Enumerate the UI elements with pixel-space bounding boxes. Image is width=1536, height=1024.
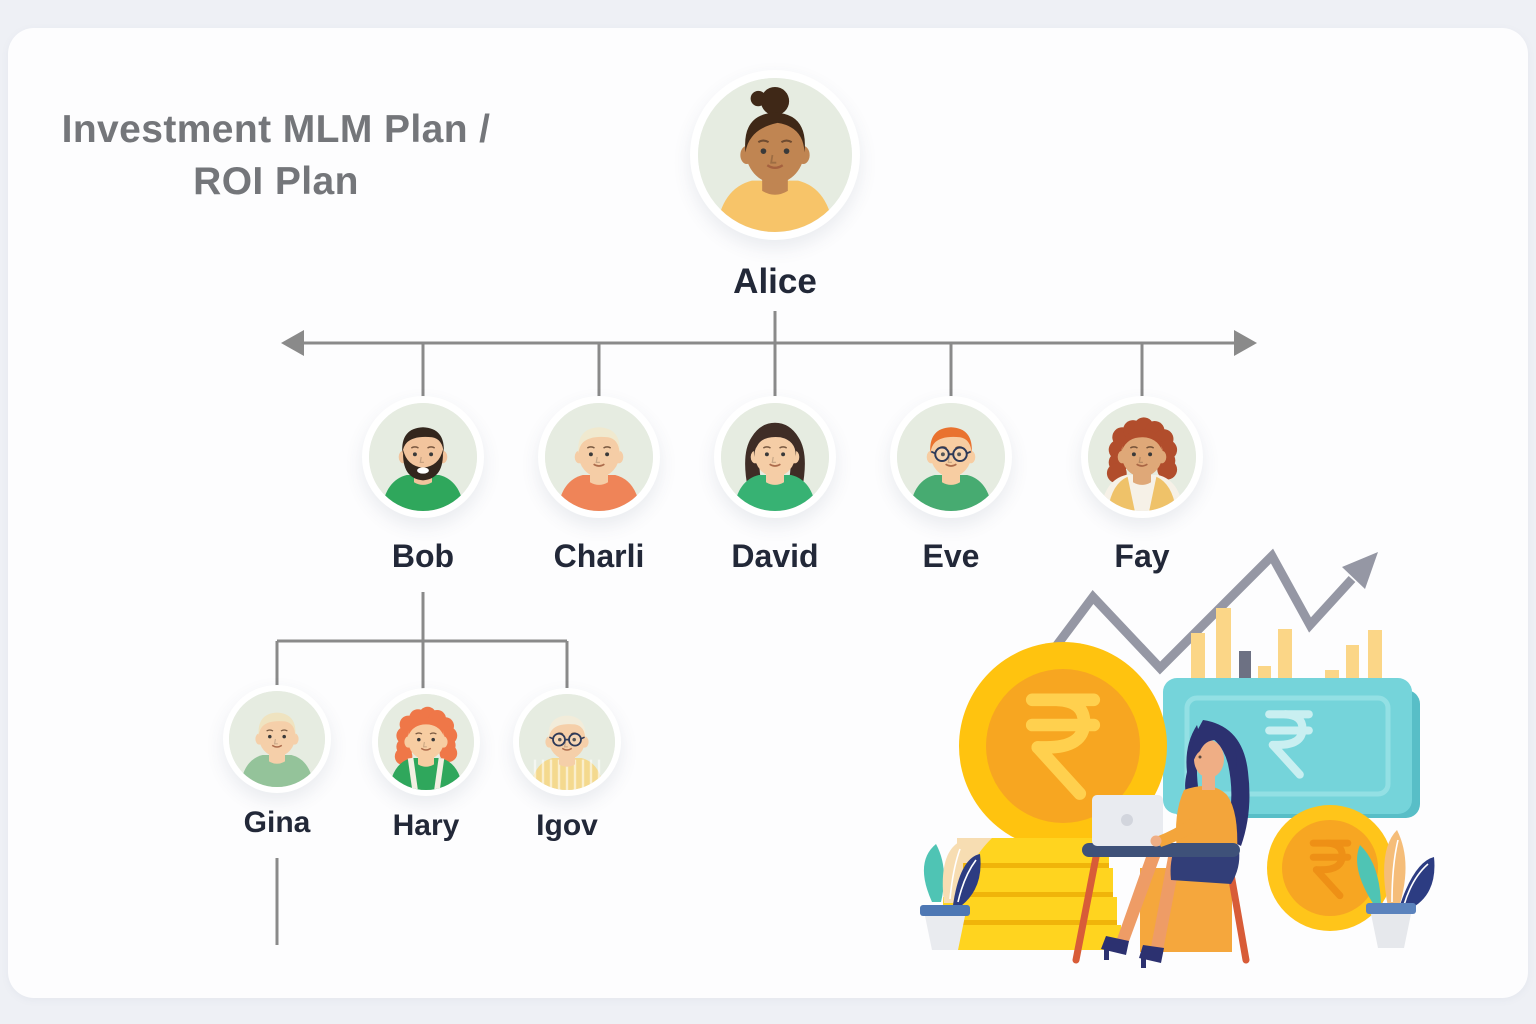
avatar-david [714, 396, 836, 518]
tree-node-eve: Eve [890, 396, 1012, 575]
node-label-charli: Charli [553, 538, 645, 574]
tree-node-bob: Bob [362, 396, 484, 575]
node-label-david: David [731, 538, 819, 574]
tree-node-charli: Charli [538, 396, 660, 575]
tree-node-hary: Hary [372, 688, 480, 843]
page-title-line1: Investment MLM Plan / [61, 108, 491, 151]
tree-node-fay: Fay [1081, 396, 1203, 575]
avatar-fay [1081, 396, 1203, 518]
node-label-alice: Alice [733, 262, 817, 301]
avatar-eve [890, 396, 1012, 518]
tree-node-alice: Alice [690, 70, 860, 302]
node-label-bob: Bob [391, 538, 455, 574]
avatar-alice [690, 70, 860, 240]
node-label-gina: Gina [243, 806, 311, 839]
avatar-bob [362, 396, 484, 518]
node-label-fay: Fay [1114, 538, 1170, 574]
node-label-eve: Eve [922, 538, 980, 574]
avatar-igov [513, 688, 621, 796]
page-title: Investment MLM Plan / ROI Plan [40, 104, 512, 208]
avatar-hary [372, 688, 480, 796]
avatar-charli [538, 396, 660, 518]
node-label-hary: Hary [392, 809, 460, 842]
tree-node-david: David [714, 396, 836, 575]
avatar-gina [223, 685, 331, 793]
tree-node-gina: Gina [223, 685, 331, 840]
page-title-line2: ROI Plan [193, 160, 359, 203]
tree-node-igov: Igov [513, 688, 621, 843]
node-label-igov: Igov [536, 809, 598, 842]
